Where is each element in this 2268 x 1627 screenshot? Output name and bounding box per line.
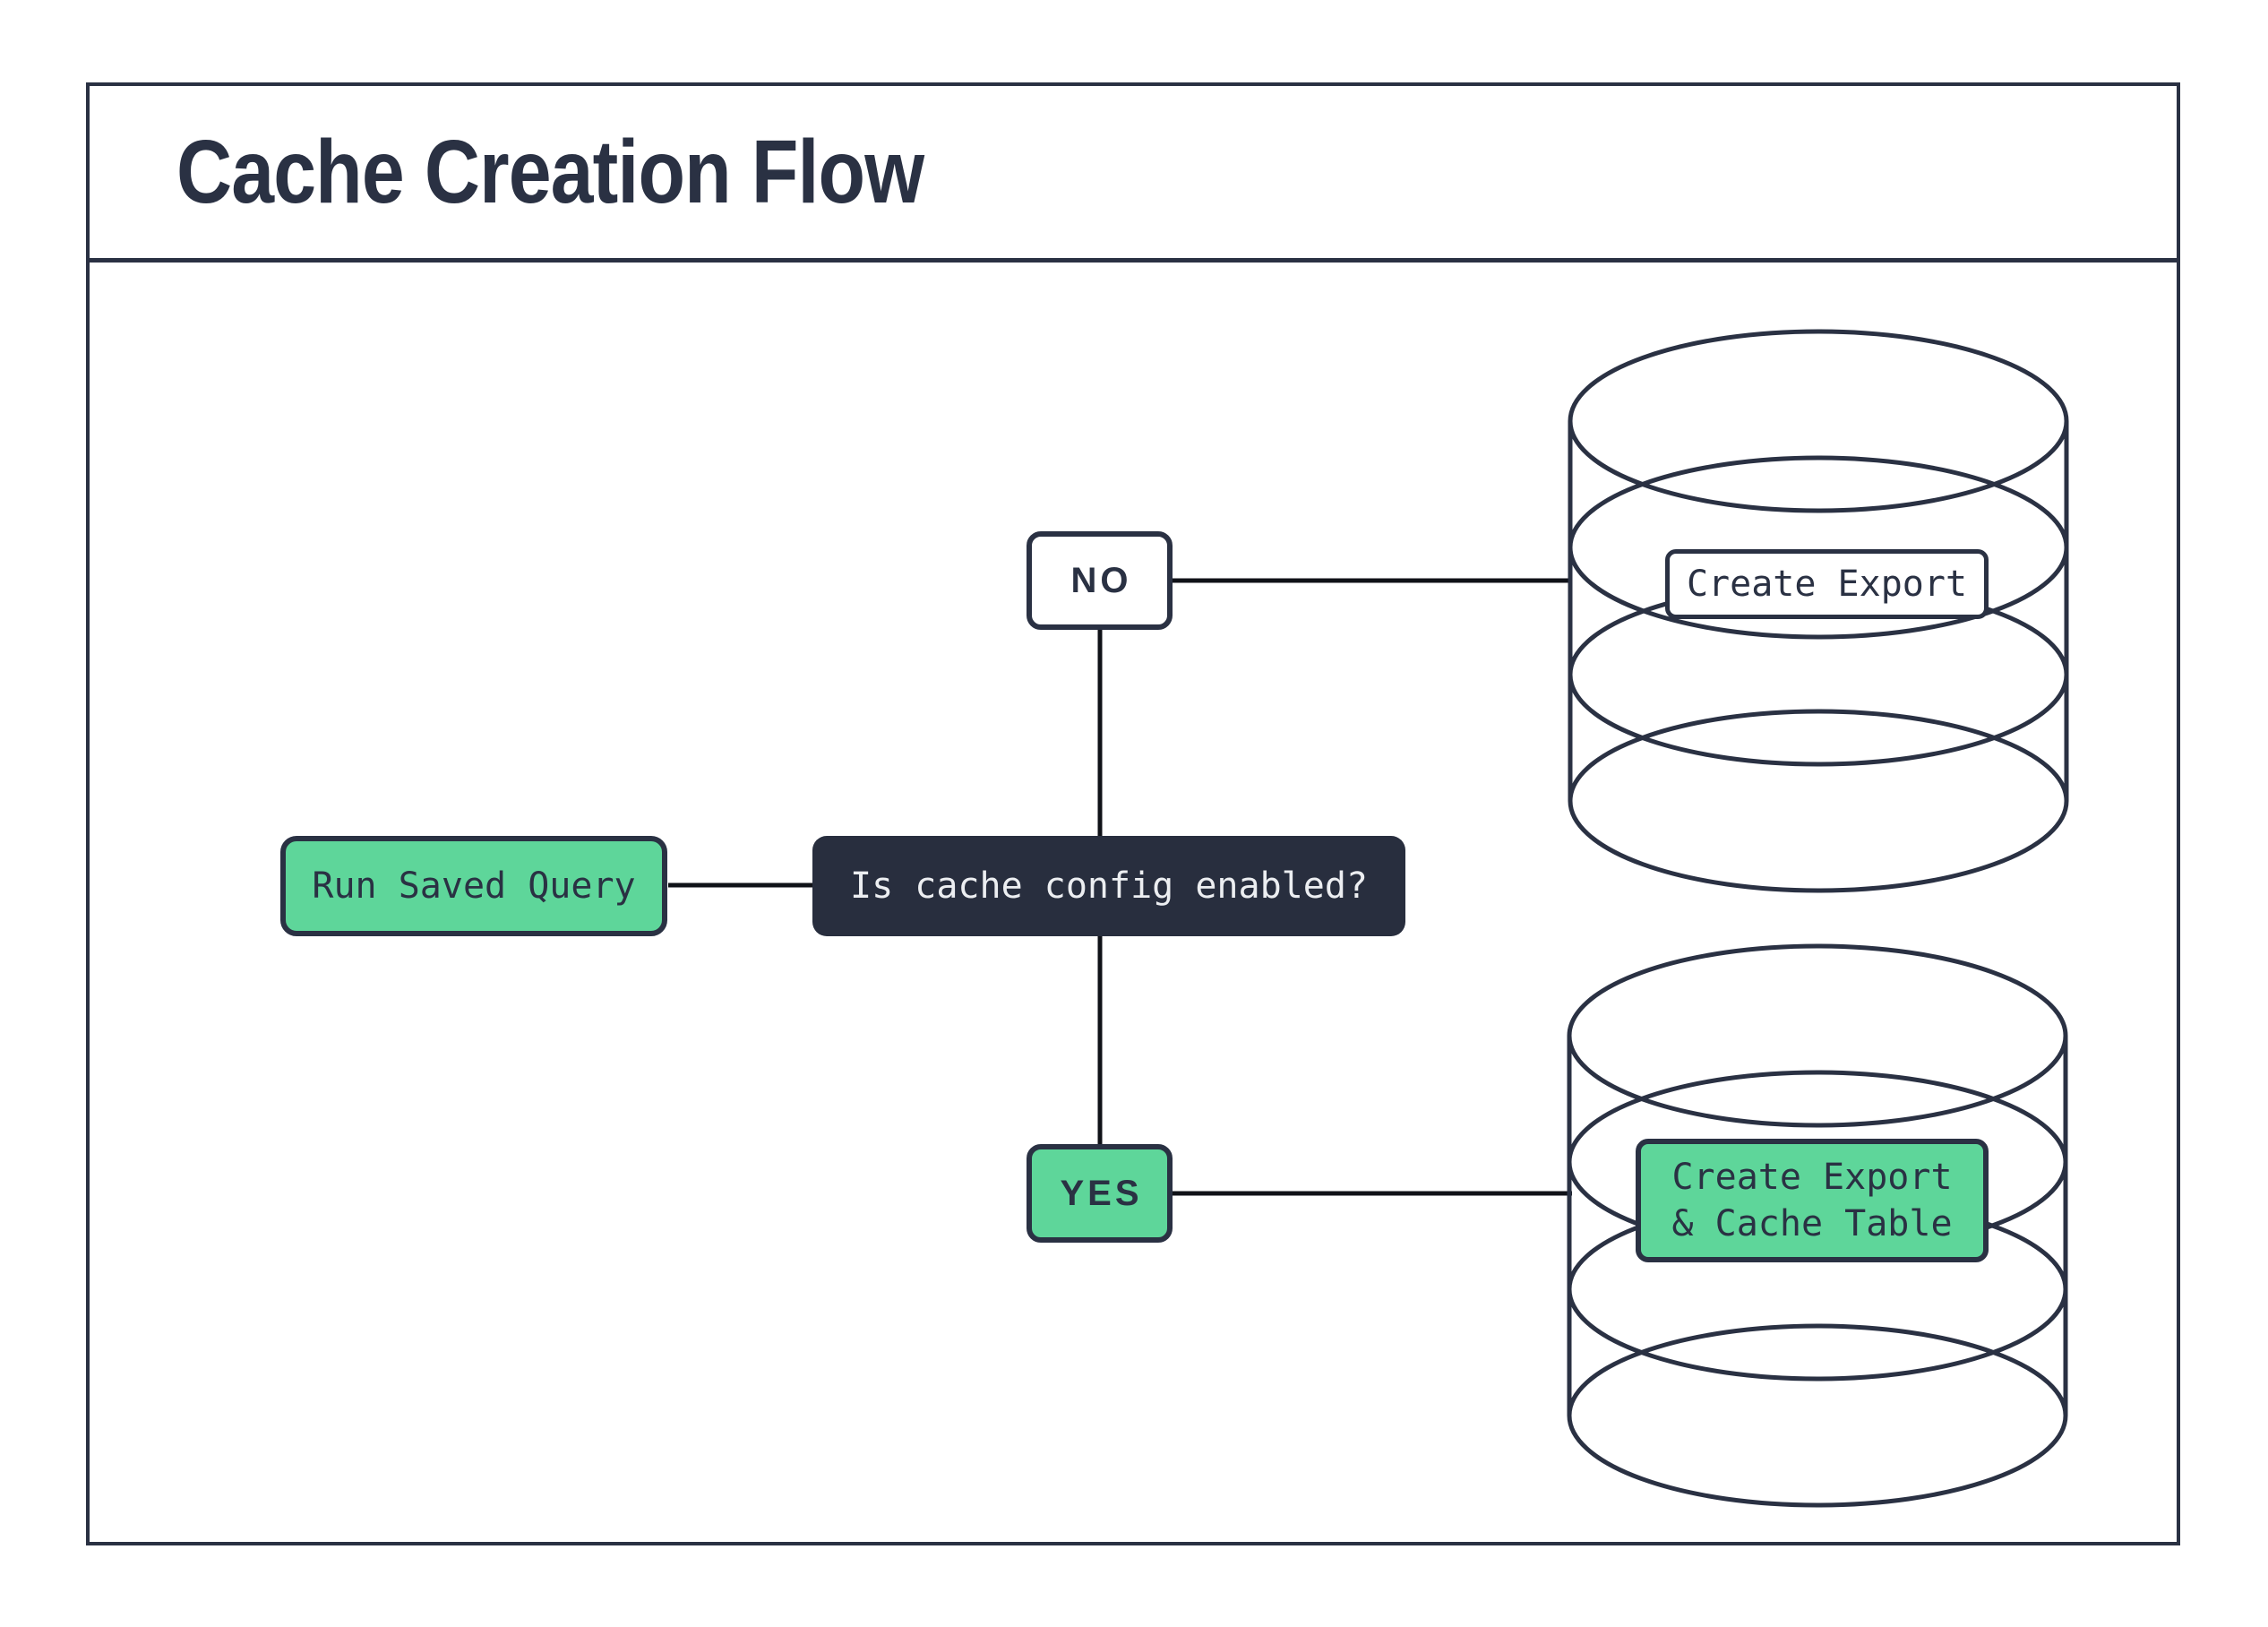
page-title: Cache Creation Flow: [176, 121, 924, 222]
node-create-export-cache-table: Create Export & Cache Table: [1636, 1139, 1989, 1262]
branch-label-no: NO: [1027, 531, 1173, 630]
node-create-export: Create Export: [1665, 549, 1989, 619]
branch-label-yes: YES: [1027, 1144, 1173, 1243]
database-icon: [1568, 329, 2069, 893]
node-run-saved-query: Run Saved Query: [280, 836, 667, 936]
node-decision-cache-config: Is cache config enabled?: [812, 836, 1405, 936]
title-bar: Cache Creation Flow: [90, 86, 2177, 263]
diagram-frame: Cache Creation Flow: [86, 82, 2180, 1545]
